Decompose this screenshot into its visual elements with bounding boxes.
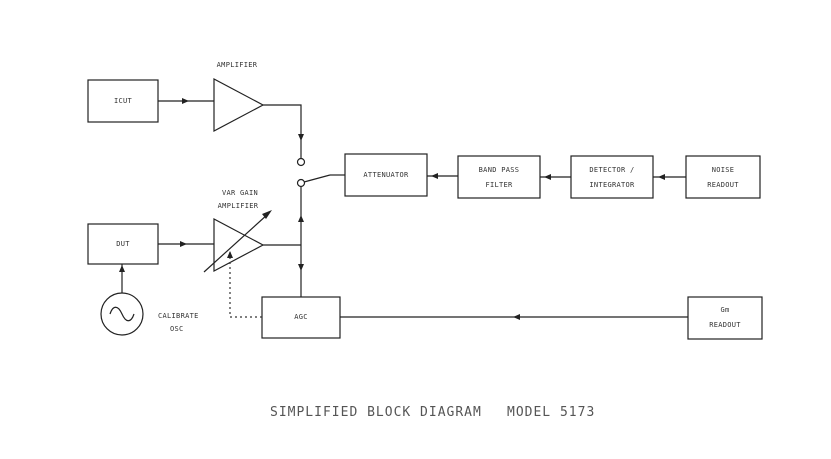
noise-label: NOISE: [712, 166, 735, 174]
diagram-title: SIMPLIFIED BLOCK DIAGRAM: [270, 405, 482, 420]
wire-amplifier-switch: [263, 104, 302, 158]
osc-label: OSC: [170, 325, 184, 333]
switch-contact-bottom: [296, 178, 306, 188]
dut-block: DUT: [87, 223, 159, 265]
var-gain-amplifier-triangle: [203, 210, 272, 273]
var-gain-amplifier-label: AMPLIFIER: [218, 202, 259, 210]
icut-block: ICUT: [87, 79, 159, 123]
attenuator-label: ATTENUATOR: [363, 171, 409, 179]
noise-readout-label: READOUT: [707, 181, 739, 189]
switch-contact-top: [296, 157, 306, 167]
agc-block: AGC: [261, 296, 341, 339]
model-number: MODEL 5173: [507, 405, 595, 420]
switch-arm: [303, 174, 331, 183]
amplifier-label: AMPLIFIER: [217, 61, 258, 69]
sine-wave-icon: [109, 306, 135, 322]
calibrate-oscillator: [100, 292, 144, 336]
detector-label: DETECTOR /: [589, 166, 634, 174]
agc-label: AGC: [294, 313, 308, 321]
gm-label: Gm: [720, 306, 729, 314]
band-pass-filter-block: BAND PASS FILTER: [457, 155, 541, 199]
attenuator-block: ATTENUATOR: [344, 153, 428, 197]
dut-label: DUT: [116, 240, 130, 248]
noise-readout-block: NOISE READOUT: [685, 155, 761, 199]
amplifier-triangle: [213, 78, 265, 132]
agc-control-line: [229, 251, 262, 318]
calibrate-label: CALIBRATE: [158, 312, 199, 320]
icut-label: ICUT: [114, 97, 133, 105]
gm-readout-block: Gm READOUT: [687, 296, 763, 340]
band-pass-label: BAND PASS: [479, 166, 520, 174]
filter-label: FILTER: [485, 181, 513, 189]
var-gain-label: VAR GAIN: [222, 189, 258, 197]
gm-readout-label: READOUT: [709, 321, 741, 329]
detector-integrator-block: DETECTOR / INTEGRATOR: [570, 155, 654, 199]
integrator-label: INTEGRATOR: [589, 181, 635, 189]
